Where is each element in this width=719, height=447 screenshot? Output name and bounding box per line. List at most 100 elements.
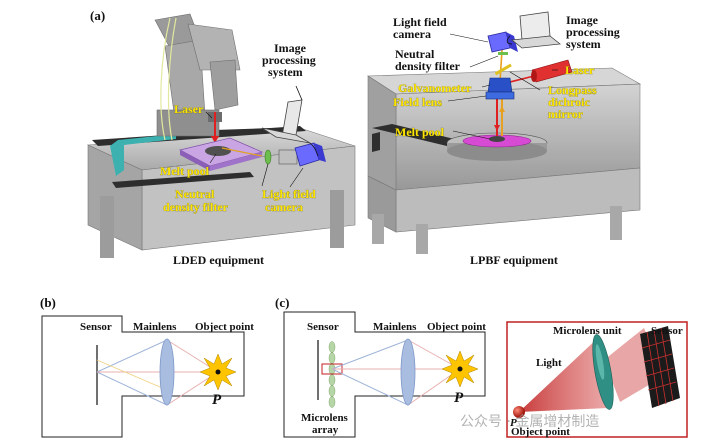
- lded-leg: [330, 190, 344, 248]
- lpbf-emission-arrow-icon: [499, 106, 505, 112]
- inset-sensor-label: Sensor: [651, 325, 683, 337]
- lded-filter: [264, 149, 272, 165]
- panel-b-tag: (b): [40, 295, 56, 310]
- lpbf-leg: [372, 214, 384, 244]
- lpbf-galvanometer: [487, 77, 513, 93]
- microlens-inset: Microlens unit Sensor Light P Object poi…: [506, 321, 688, 438]
- b-mainlens-label: Mainlens: [133, 321, 177, 333]
- object-point-dot: [215, 369, 221, 375]
- lpbf-cable: [506, 35, 513, 45]
- leader-line: [447, 95, 487, 102]
- lpbf-longpass-label-1: Longpass: [548, 83, 597, 97]
- leader-line: [469, 55, 499, 68]
- lded-emission-ray: [221, 147, 263, 157]
- lded-gantry: [118, 134, 176, 145]
- b-p-label: P: [212, 392, 222, 408]
- lpbf-filter-label-1: Neutral: [395, 47, 435, 61]
- lded-substrate-side: [210, 152, 262, 171]
- mainlens: [400, 338, 416, 406]
- lded-gantry: [110, 140, 124, 176]
- leader-line: [295, 85, 303, 101]
- inset-light-label: Light: [536, 357, 562, 369]
- inset-p-label: P: [510, 417, 517, 429]
- lpbf-laser-arrow-icon: [494, 125, 500, 131]
- c-microlens-label-2: array: [312, 424, 339, 436]
- leader-line: [509, 71, 541, 91]
- lded-laser-arrow-icon: [211, 136, 219, 143]
- lpbf-platform-base: [447, 141, 547, 161]
- lded-rail: [215, 128, 275, 135]
- panel-c: (c) Sensor Mainlens Object point P Micro…: [275, 295, 486, 438]
- leader-line: [481, 84, 491, 88]
- ray: [331, 368, 409, 406]
- panel-c-tag: (c): [275, 295, 289, 310]
- robot-arm: [154, 13, 241, 141]
- lpbf-camera-label-1: Light field: [393, 15, 447, 29]
- lpbf-melt-pool-mark: [489, 136, 505, 142]
- b-object-point-label: Object point: [195, 321, 254, 333]
- lded-leg: [100, 196, 114, 258]
- leader-line: [449, 33, 489, 43]
- leader-line: [209, 153, 217, 164]
- lded-image-label-1: Image: [274, 41, 307, 55]
- lded-cable: [309, 142, 319, 157]
- lpbf-filter: [498, 52, 508, 55]
- lpbf-laser-label: Laser: [565, 63, 595, 77]
- b-sensor-label: Sensor: [80, 321, 112, 333]
- lded-caption: LDED equipment: [173, 253, 264, 267]
- lded-camera-label-2: camera: [265, 200, 303, 214]
- c-mainlens-label: Mainlens: [373, 321, 417, 333]
- camera-outline: [283, 311, 486, 438]
- lpbf-image-label-1: Image: [566, 13, 599, 27]
- lded-laser-label: Laser: [174, 102, 204, 116]
- ray: [96, 339, 168, 373]
- lded-filter-label-2: density filter: [163, 200, 229, 214]
- lpbf-laser-source: [531, 59, 573, 83]
- lpbf-dichroic-mirror: [494, 63, 512, 76]
- lpbf-emission-path: [499, 49, 503, 83]
- lded-melt-pool-mark: [205, 146, 231, 156]
- lpbf-galvanometer-label: Galvanometer: [398, 81, 472, 95]
- lpbf-diagram: Light field camera Image processing syst…: [367, 11, 642, 267]
- camera-outline: [41, 315, 245, 438]
- lpbf-image-label-3: system: [566, 37, 601, 51]
- c-sensor-label: Sensor: [307, 321, 339, 333]
- light-cone: [519, 336, 608, 412]
- lpbf-leg: [416, 224, 428, 254]
- lded-melt-pool-label: Melt pool: [160, 164, 210, 178]
- panel-a-tag: (a): [90, 8, 105, 23]
- lded-image-label-3: system: [268, 65, 303, 79]
- lpbf-caption: LPBF equipment: [470, 253, 558, 267]
- lpbf-field-lens-label: Field lens: [393, 95, 442, 109]
- lded-camera-side: [314, 143, 326, 162]
- lpbf-camera-label-2: camera: [393, 27, 431, 41]
- object-point-dot: [457, 366, 463, 372]
- lded-diagram: (a): [86, 8, 356, 267]
- lpbf-filter-label-2: density filter: [395, 59, 461, 73]
- panel-b: (b) Sensor Mainlens Object point P: [40, 295, 254, 438]
- lpbf-leg: [610, 206, 622, 240]
- microlens-array: [328, 341, 336, 408]
- inset-object-point-label: Object point: [511, 426, 570, 438]
- c-object-point-label: Object point: [427, 321, 486, 333]
- mainlens: [159, 338, 175, 406]
- lpbf-box-side: [367, 75, 397, 191]
- lded-lens-barrel: [278, 149, 298, 165]
- leader-line: [261, 163, 269, 187]
- leader-line: [452, 130, 491, 140]
- lpbf-field-lens: [485, 91, 515, 100]
- lpbf-rail: [372, 132, 380, 152]
- microlens-highlight: [595, 344, 605, 380]
- lpbf-longpass-label-3: mirror: [548, 107, 584, 121]
- lpbf-image-label-2: processing: [566, 25, 620, 39]
- ray: [96, 371, 168, 406]
- lpbf-longpass-label-2: dichroic: [548, 95, 590, 109]
- ray: [331, 339, 409, 370]
- lded-substrate-side: [180, 150, 210, 171]
- lded-rail: [112, 172, 254, 188]
- lpbf-melt-pool-label: Melt pool: [395, 125, 445, 139]
- lpbf-laptop: [510, 11, 562, 49]
- watermark: 公众号 · 金属增材制造: [460, 414, 599, 430]
- leader-line: [205, 111, 213, 119]
